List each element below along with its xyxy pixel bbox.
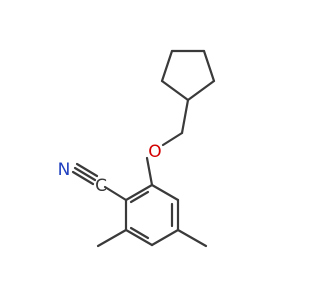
molecule-diagram: O N C [58, 49, 216, 248]
ring-bond [160, 79, 190, 102]
methyl-bond [176, 228, 208, 248]
nitrogen-atom-label: N [58, 160, 71, 180]
ring-bond [202, 49, 216, 83]
aromatic-bond [124, 228, 154, 247]
bonds [71, 49, 216, 248]
atom-labels: O N C [58, 142, 162, 196]
structure-canvas: O N C [57, 49, 216, 248]
aromatic-bond [150, 228, 180, 247]
triple-bond [75, 162, 99, 178]
aromatic-bond [150, 183, 180, 202]
aromatic-double-bond [129, 226, 150, 240]
methylene-bond [180, 98, 190, 135]
ring-bond [186, 79, 216, 102]
methyl-bond [96, 228, 128, 248]
aromatic-bond [124, 183, 154, 202]
nitrile-bond [103, 185, 128, 202]
triple-bond [71, 170, 95, 186]
ether-bond [161, 131, 184, 147]
aromatic-double-bond [129, 190, 150, 204]
ether-bond [145, 156, 154, 187]
triple-bond [73, 166, 97, 182]
ring-bond [160, 49, 174, 83]
oxygen-atom-label: O [148, 142, 161, 162]
nitrile-carbon-label: C [95, 176, 107, 196]
